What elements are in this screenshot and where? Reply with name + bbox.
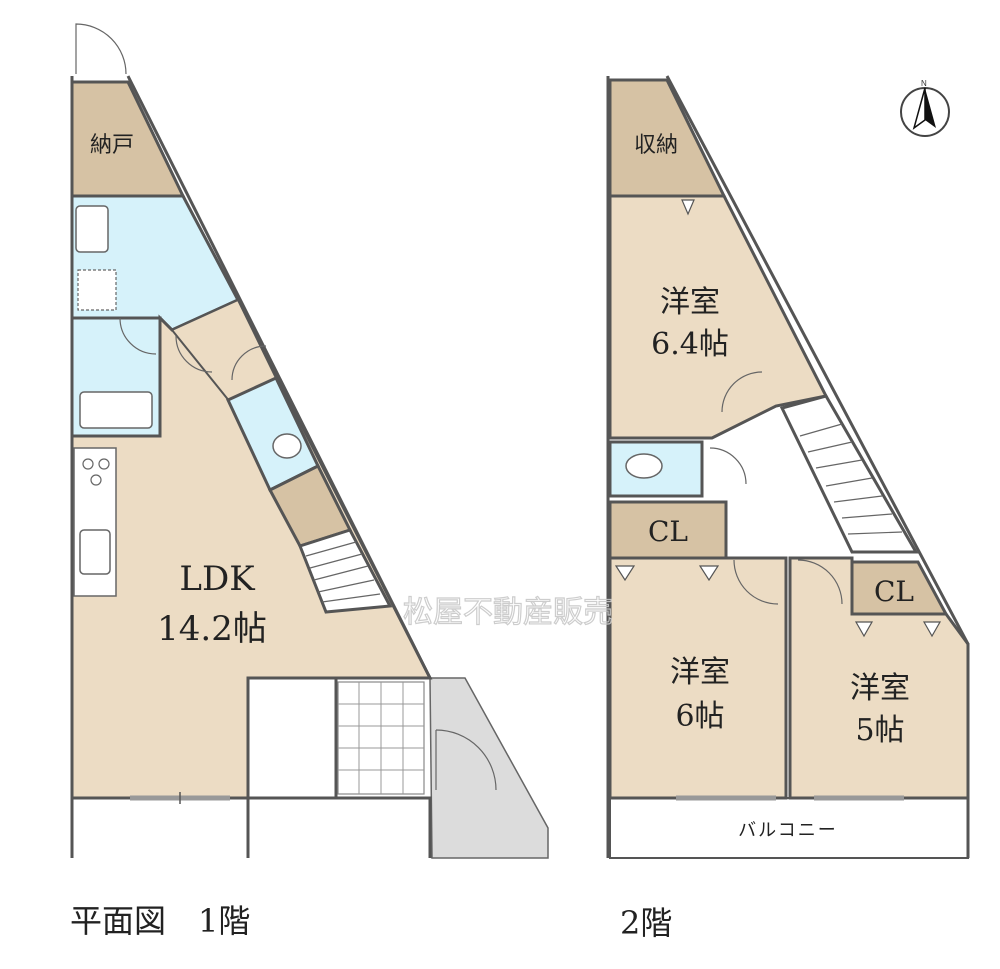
closet-b — [850, 560, 949, 616]
room-6-name-label: 洋室 — [670, 655, 730, 690]
room-5-size-label: 5帖 — [855, 713, 904, 748]
washbasin — [75, 205, 109, 253]
room-5-name-label: 洋室 — [850, 671, 910, 706]
ldk-size-label: 14.2帖 — [157, 609, 267, 649]
entrance-hall — [246, 676, 338, 800]
floor1-caption: 平面図 1階 — [70, 902, 251, 940]
bathtub — [79, 391, 153, 429]
entry-door-swing — [75, 23, 127, 75]
toilet-2f-fixture — [625, 453, 663, 479]
closet-a-label: CL — [648, 515, 688, 548]
staircase-2f — [779, 394, 919, 554]
north-label: N — [921, 79, 927, 88]
room-6-4-size-label: 6.4帖 — [651, 327, 729, 362]
toilet-fixture — [272, 433, 302, 459]
watermark: 松屋不動産販売 — [403, 595, 613, 630]
room-6-size-label: 6帖 — [675, 699, 724, 734]
storage-2f-label: 収納 — [634, 133, 678, 158]
floor2-caption: 2階 — [620, 904, 673, 942]
porch-area — [429, 677, 549, 859]
stove-burner-icon — [82, 458, 94, 470]
balcony-label: バルコニー — [738, 820, 838, 841]
room-6-4 — [608, 194, 829, 440]
storage-label: 納戸 — [90, 133, 134, 158]
ldk-label: LDK — [179, 559, 255, 599]
closet-b-label: CL — [874, 575, 914, 608]
balcony — [609, 797, 969, 859]
porch-door-swing — [435, 729, 497, 791]
floor-1: 納戸 LDK 14.2帖 — [70, 23, 549, 859]
north-arrow-icon: N — [900, 79, 950, 137]
floor-2: 収納 洋室 6.4帖 CL CL 洋室 6帖 洋室 5帖 バルコニー — [606, 75, 970, 859]
washer-pan — [77, 269, 117, 311]
kitchen-sink — [79, 529, 111, 575]
closet-a — [608, 500, 728, 560]
room-6-4-name-label: 洋室 — [660, 285, 720, 320]
